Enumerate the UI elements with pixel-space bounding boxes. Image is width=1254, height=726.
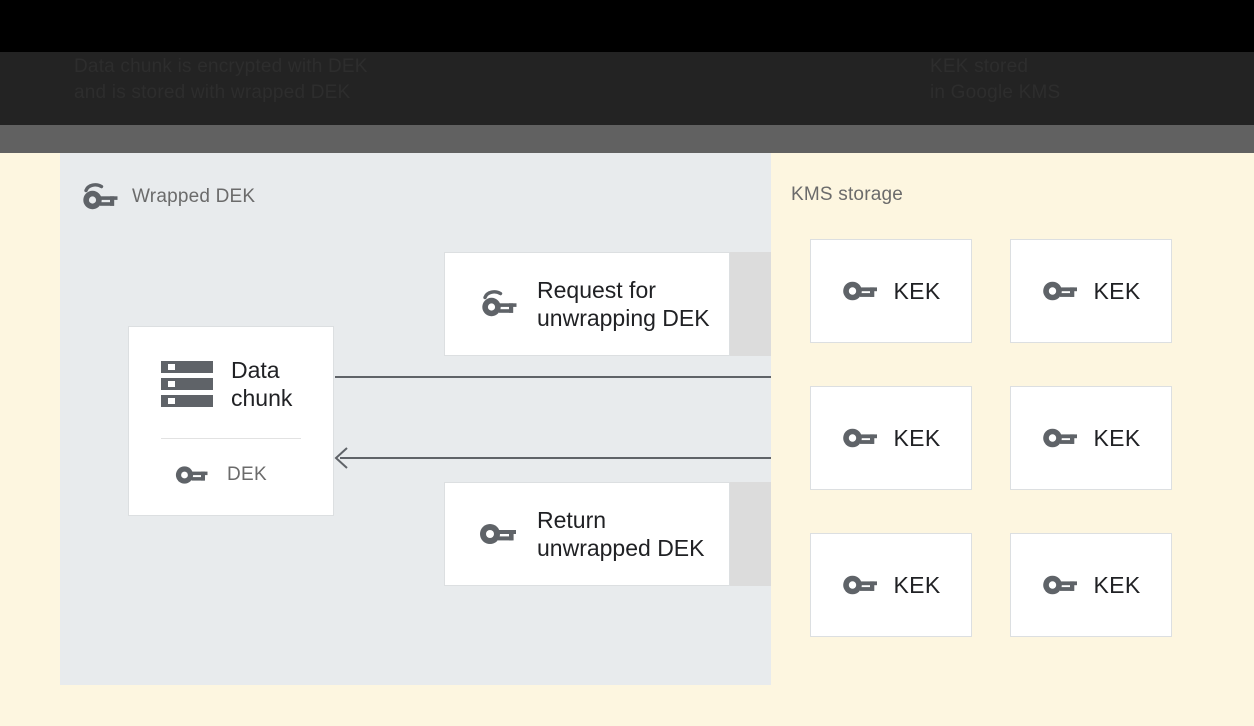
key-icon [842, 278, 878, 304]
data-chunk-card[interactable]: Data chunk DEK [128, 326, 334, 516]
kms-panel: KMS storage KEK [771, 153, 1254, 685]
data-chunk-label: Data chunk [231, 356, 293, 411]
request-message-label: Request for unwrapping DEK [537, 277, 710, 331]
key-icon [1042, 425, 1078, 451]
wrapped-dek-header: Wrapped DEK [80, 182, 255, 212]
kms-storage-label: KMS storage [791, 184, 904, 205]
return-message-strip [730, 482, 771, 586]
kek-card[interactable]: KEK [810, 386, 972, 490]
kek-card[interactable]: KEK [1010, 533, 1172, 637]
kek-card[interactable]: KEK [1010, 386, 1172, 490]
request-message-box: Request for unwrapping DEK [444, 252, 730, 356]
kek-label: KEK [893, 277, 941, 304]
kek-grid: KEK KEK [810, 239, 1172, 637]
kek-label: KEK [893, 424, 941, 451]
banner-caption-left: Data chunk is encrypted with DEK and is … [74, 56, 368, 103]
return-message-card[interactable]: Return unwrapped DEK [444, 482, 771, 586]
key-icon [842, 572, 878, 598]
top-banner: Data chunk is encrypted with DEK and is … [0, 0, 1254, 125]
key-icon [175, 463, 209, 487]
return-arrow-head [334, 447, 348, 469]
return-message-label: Return unwrapped DEK [537, 507, 705, 561]
card-divider [161, 437, 301, 439]
kek-card[interactable]: KEK [810, 239, 972, 343]
key-icon [1042, 572, 1078, 598]
request-message-strip [730, 252, 771, 356]
kek-card[interactable]: KEK [810, 533, 972, 637]
kek-label: KEK [1093, 571, 1141, 598]
wrapped-key-icon [479, 289, 517, 319]
wrapped-dek-label: Wrapped DEK [132, 186, 256, 207]
key-icon [479, 520, 517, 548]
storage-panel: Wrapped DEK Data chunk [60, 153, 832, 685]
banner-caption-right: KEK stored in Google KMS [930, 56, 1061, 103]
data-chunk-icon [161, 359, 213, 409]
key-icon [1042, 278, 1078, 304]
banner-background [0, 52, 1254, 125]
key-icon [842, 425, 878, 451]
dek-row: DEK [147, 463, 315, 487]
kek-label: KEK [1093, 424, 1141, 451]
return-message-box: Return unwrapped DEK [444, 482, 730, 586]
wrapped-key-icon [80, 182, 118, 212]
kek-label: KEK [893, 571, 941, 598]
dek-label: DEK [227, 463, 267, 485]
kek-label: KEK [1093, 277, 1141, 304]
banner-grey-band [0, 125, 1254, 153]
request-message-card[interactable]: Request for unwrapping DEK [444, 252, 771, 356]
data-chunk-row: Data chunk [147, 356, 315, 412]
kek-card[interactable]: KEK [1010, 239, 1172, 343]
return-arrow-line [340, 457, 831, 459]
request-arrow-line [335, 376, 825, 378]
